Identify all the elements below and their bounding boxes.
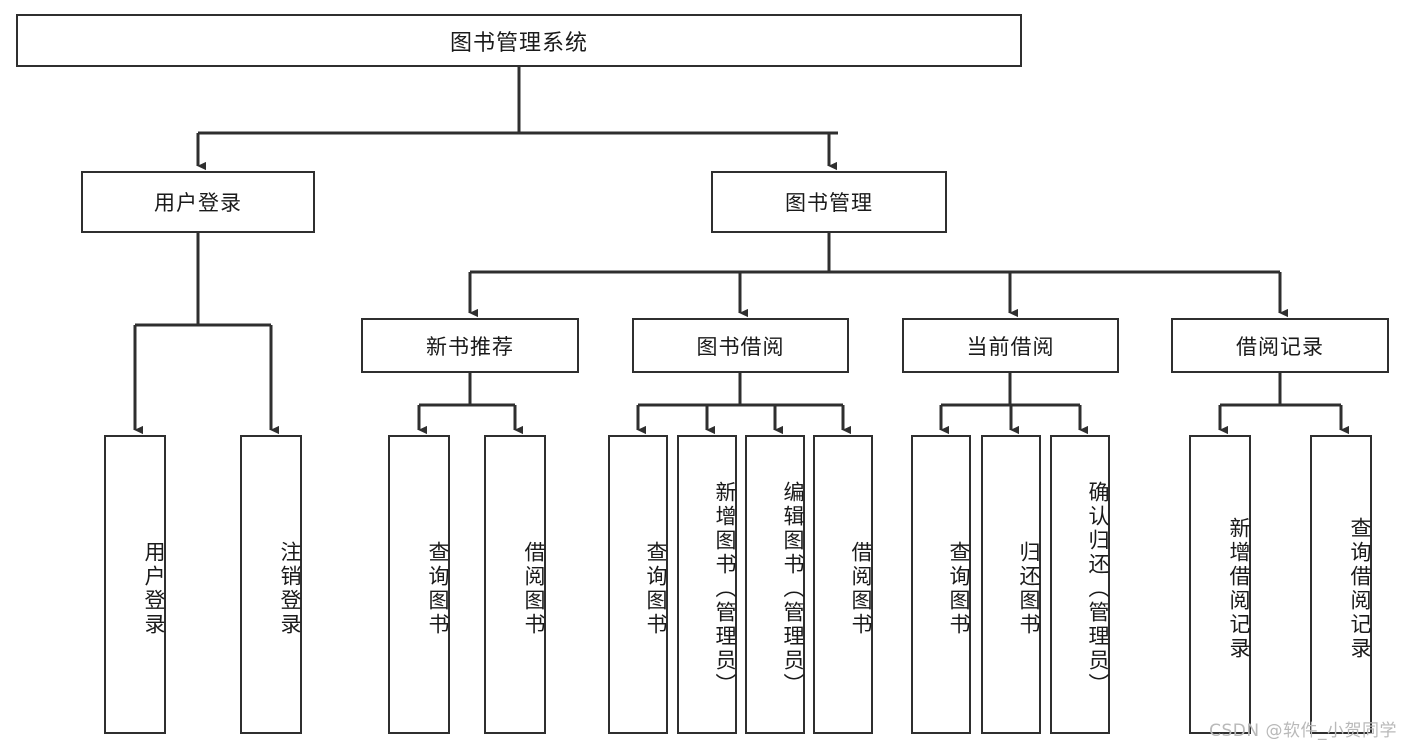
node-label: 图书管理 xyxy=(785,191,873,215)
leaf-edit-book-admin[interactable]: 编辑图书（管理员） xyxy=(745,435,805,734)
node-root-system[interactable]: 图书管理系统 xyxy=(16,14,1022,67)
leaf-label: 查询图书 xyxy=(426,540,450,637)
node-book-borrow[interactable]: 图书借阅 xyxy=(632,318,849,373)
leaf-add-book-admin[interactable]: 新增图书（管理员） xyxy=(677,435,737,734)
leaf-query-book[interactable]: 查询图书 xyxy=(608,435,668,734)
leaf-label: 确认归还（管理员） xyxy=(1086,480,1110,697)
leaf-label: 查询借阅记录 xyxy=(1348,516,1372,661)
node-label: 新书推荐 xyxy=(426,334,514,359)
node-label: 借阅记录 xyxy=(1236,334,1324,359)
leaf-add-borrow-record[interactable]: 新增借阅记录 xyxy=(1189,435,1251,734)
node-root-label: 图书管理系统 xyxy=(449,30,588,56)
node-label: 当前借阅 xyxy=(966,334,1055,359)
csdn-watermark: CSDN @软件_小贺同学 xyxy=(1209,721,1397,741)
leaf-borrow-book-recommend[interactable]: 借阅图书 xyxy=(484,435,546,734)
leaf-label: 新增图书（管理员） xyxy=(713,480,737,697)
leaf-confirm-return-admin[interactable]: 确认归还（管理员） xyxy=(1050,435,1110,734)
leaf-label: 查询图书 xyxy=(947,540,971,637)
leaf-label: 编辑图书（管理员） xyxy=(781,480,805,697)
leaf-label: 用户登录 xyxy=(142,540,166,637)
leaf-label: 借阅图书 xyxy=(522,540,546,637)
leaf-query-book-current[interactable]: 查询图书 xyxy=(911,435,971,734)
node-book-management[interactable]: 图书管理 xyxy=(711,171,947,233)
node-label: 用户登录 xyxy=(154,191,242,215)
leaf-label: 归还图书 xyxy=(1017,540,1041,637)
node-current-borrow[interactable]: 当前借阅 xyxy=(902,318,1119,373)
leaf-return-book[interactable]: 归还图书 xyxy=(981,435,1041,734)
leaf-label: 新增借阅记录 xyxy=(1227,516,1251,661)
leaf-label: 查询图书 xyxy=(644,540,668,637)
node-borrow-records[interactable]: 借阅记录 xyxy=(1171,318,1389,373)
leaf-logout[interactable]: 注销登录 xyxy=(240,435,302,734)
node-new-book-recommend[interactable]: 新书推荐 xyxy=(361,318,579,373)
leaf-label: 注销登录 xyxy=(278,540,302,637)
leaf-query-book-recommend[interactable]: 查询图书 xyxy=(388,435,450,734)
leaf-label: 借阅图书 xyxy=(849,540,873,637)
leaf-borrow-book[interactable]: 借阅图书 xyxy=(813,435,873,734)
leaf-user-login[interactable]: 用户登录 xyxy=(104,435,166,734)
leaf-query-borrow-record[interactable]: 查询借阅记录 xyxy=(1310,435,1372,734)
node-label: 图书借阅 xyxy=(696,334,785,359)
node-user-login[interactable]: 用户登录 xyxy=(81,171,315,233)
